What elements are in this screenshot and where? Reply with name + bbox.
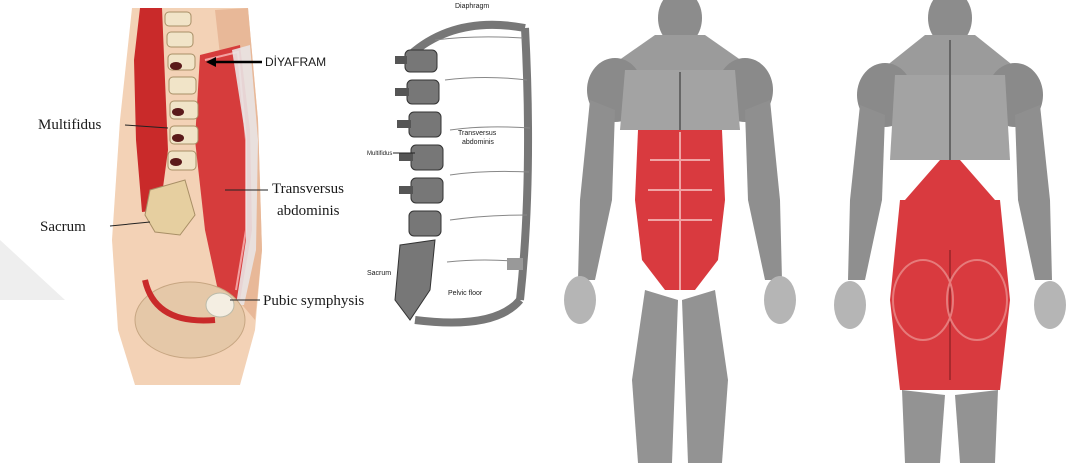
pubic-bone bbox=[206, 293, 234, 317]
label-transversus-mid-2: abdominis bbox=[462, 139, 494, 146]
watermark-shape bbox=[0, 240, 65, 300]
label-transversus-2: abdominis bbox=[277, 203, 340, 219]
panel-spine-diagram: Diaphragm Multifidus Transversus abdomin… bbox=[355, 0, 545, 463]
label-multifidus: Multifidus bbox=[38, 117, 102, 133]
label-sacrum: Sacrum bbox=[40, 219, 86, 235]
label-multifidus-mid: Multifidus bbox=[367, 151, 392, 157]
label-diaphragm: Diaphragm bbox=[455, 3, 489, 10]
spinous-processes bbox=[395, 56, 413, 194]
panel-body-figures bbox=[540, 0, 1088, 463]
body-figures-illustration bbox=[540, 0, 1088, 463]
pelvic-floor-curve bbox=[415, 300, 520, 323]
cavity-lines bbox=[435, 37, 530, 262]
label-transversus-1: Transversus bbox=[272, 181, 344, 197]
front-figure bbox=[564, 0, 796, 463]
back-figure bbox=[834, 0, 1066, 463]
label-transversus-mid-1: Transversus bbox=[458, 130, 497, 137]
panel-side-anatomy: DİYAFRAM Multifidus Transversus abdomini… bbox=[0, 0, 380, 463]
side-anatomy-illustration: DİYAFRAM Multifidus Transversus abdomini… bbox=[0, 0, 380, 463]
label-pelvic-floor: Pelvic floor bbox=[448, 290, 483, 297]
label-pubic-symphysis: Pubic symphysis bbox=[263, 293, 364, 309]
pelvic-marker bbox=[507, 258, 523, 270]
label-diyafram: DİYAFRAM bbox=[265, 55, 326, 69]
spine-diagram-illustration: Diaphragm Multifidus Transversus abdomin… bbox=[355, 0, 545, 463]
label-sacrum-mid: Sacrum bbox=[367, 270, 391, 277]
